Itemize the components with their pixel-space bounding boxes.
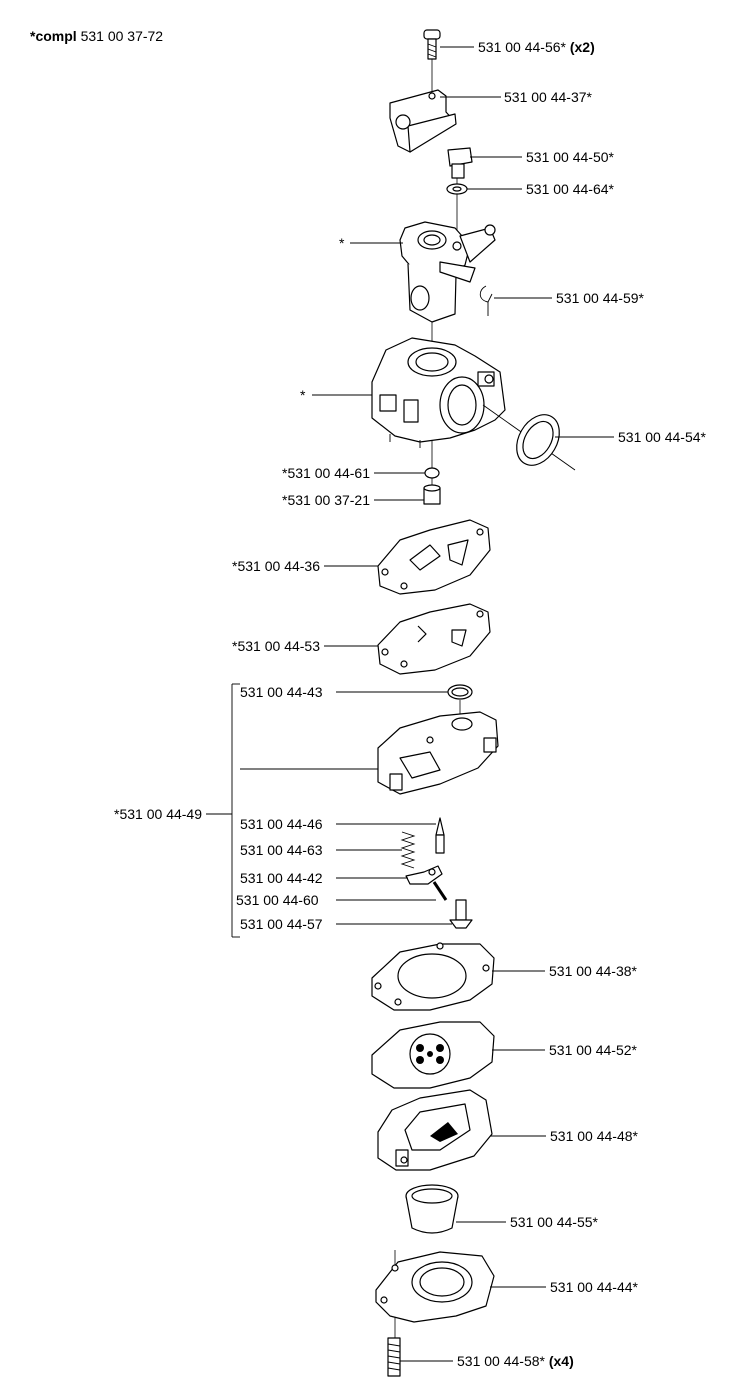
callout-531-00-44-63: 531 00 44-63	[240, 842, 323, 858]
inlet-needle-part	[435, 817, 445, 854]
callout-531-00-37-21: *531 00 37-21	[282, 492, 370, 508]
callout-531-00-44-53: *531 00 44-53	[232, 638, 320, 654]
callout-531-00-44-64: 531 00 44-64*	[526, 181, 615, 197]
callout-531-00-44-59: 531 00 44-59*	[556, 290, 645, 306]
callout-531-00-44-36: *531 00 44-36	[232, 558, 320, 574]
jet-part	[423, 484, 441, 505]
throttle-bracket-part	[389, 89, 457, 153]
filter-screen-part	[447, 684, 473, 700]
pump-cover-part	[377, 1089, 493, 1171]
lever-screw-part	[449, 899, 473, 929]
washer-part	[446, 183, 468, 195]
callout-531-00-44-56: 531 00 44-56* (x2)	[478, 39, 595, 55]
callout-531-00-44-61: *531 00 44-61	[282, 465, 370, 481]
callout-531-00-44-58: 531 00 44-58* (x4)	[457, 1353, 574, 1369]
o-ring-part	[424, 467, 440, 479]
callout-531-00-44-54: 531 00 44-54*	[618, 429, 707, 445]
callout-531-00-44-44: 531 00 44-44*	[550, 1279, 639, 1295]
callout-531-00-44-55: 531 00 44-55*	[510, 1214, 599, 1230]
callout-531-00-44-57: 531 00 44-57	[240, 916, 323, 932]
callout-531-00-44-42: 531 00 44-42	[240, 870, 323, 886]
pin-part	[432, 881, 448, 901]
callout-531-00-44-52: 531 00 44-52*	[549, 1042, 638, 1058]
throttle-valve-assembly-part	[399, 221, 496, 323]
adjust-screw-part	[447, 147, 473, 179]
lever-part	[405, 865, 443, 885]
cover-plate-part	[375, 1251, 495, 1323]
callout-labels: 531 00 44-56* (x2) 531 00 44-37* 531 00 …	[114, 39, 706, 1369]
callout-531-00-44-50: 531 00 44-50*	[526, 149, 615, 165]
cover-screw-part	[387, 1337, 401, 1377]
callout-531-00-44-37: 531 00 44-37*	[504, 89, 593, 105]
leader-lines	[206, 46, 614, 1362]
callout-531-00-44-46: 531 00 44-46	[240, 816, 323, 832]
gasket-upper-part	[377, 519, 491, 595]
cup-part	[405, 1184, 459, 1234]
metering-body-part	[377, 711, 499, 795]
callout-531-00-44-60: 531 00 44-60	[236, 892, 319, 908]
kit-title: *compl 531 00 37-72	[30, 28, 163, 44]
seal-ring-part	[516, 414, 560, 466]
callout-531-00-44-43: 531 00 44-43	[240, 684, 323, 700]
screw-top-part	[423, 29, 441, 60]
callout-carburettor-body: *	[300, 387, 306, 403]
callout-531-00-44-48: 531 00 44-48*	[550, 1128, 639, 1144]
callout-throttle-assembly: *	[339, 235, 345, 251]
gasket-lower-part	[377, 603, 491, 675]
spring-part	[400, 831, 416, 869]
clip-part	[479, 285, 493, 316]
diaphragm-part	[371, 1021, 495, 1089]
carburettor-body-part	[371, 337, 576, 471]
callout-531-00-44-38: 531 00 44-38*	[549, 963, 638, 979]
callout-531-00-44-49: *531 00 44-49	[114, 806, 202, 822]
diaphragm-gasket-part	[371, 942, 495, 1011]
